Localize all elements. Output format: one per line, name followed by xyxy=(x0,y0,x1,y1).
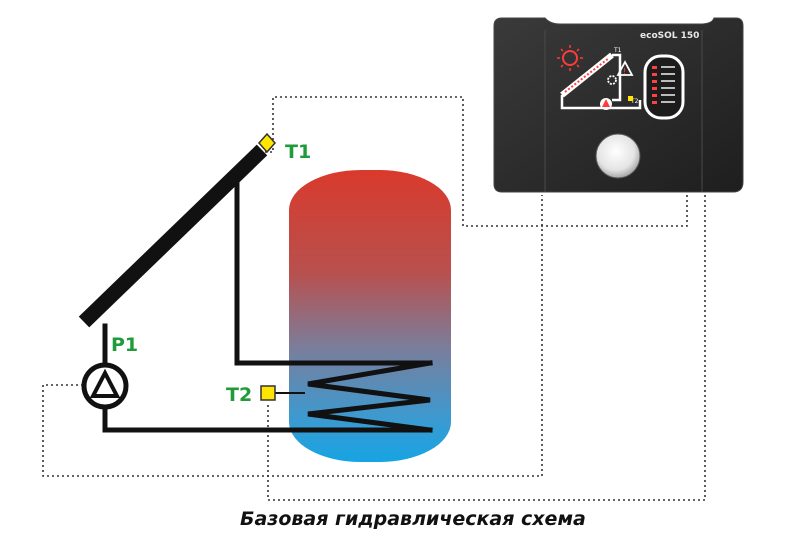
solar-collector xyxy=(78,144,268,328)
sensor-t2 xyxy=(260,385,276,401)
panel-t1: T1 xyxy=(613,47,622,54)
wire-p1 xyxy=(42,195,543,477)
heat-exchanger-coil xyxy=(307,360,433,433)
label-t1: T1 xyxy=(285,141,311,163)
controller-brand: ecoSOL 150 xyxy=(640,31,699,41)
pump-p1 xyxy=(81,362,129,410)
gear-icon xyxy=(607,75,617,85)
label-p1: P1 xyxy=(111,334,138,356)
wire-t1 xyxy=(265,96,688,227)
solar-controller: ecoSOL 150 xyxy=(493,17,744,193)
sun-icon xyxy=(562,50,578,66)
label-t2: T2 xyxy=(226,384,252,406)
pump-icon xyxy=(89,368,121,398)
sensor-wiring xyxy=(42,96,706,501)
storage-tank xyxy=(289,170,451,462)
flow-pipe xyxy=(234,180,433,366)
warning-icon xyxy=(616,60,634,76)
control-knob[interactable] xyxy=(595,133,641,179)
svg-text:!: ! xyxy=(623,67,626,76)
diagram-caption: Базовая гидравлическая схема xyxy=(240,508,586,530)
return-pipe xyxy=(102,404,433,433)
sensor-t1 xyxy=(257,132,277,154)
controller-panel: ! T1 T2 xyxy=(557,45,685,120)
panel-t2: T2 xyxy=(630,98,639,105)
pipes xyxy=(102,180,433,433)
